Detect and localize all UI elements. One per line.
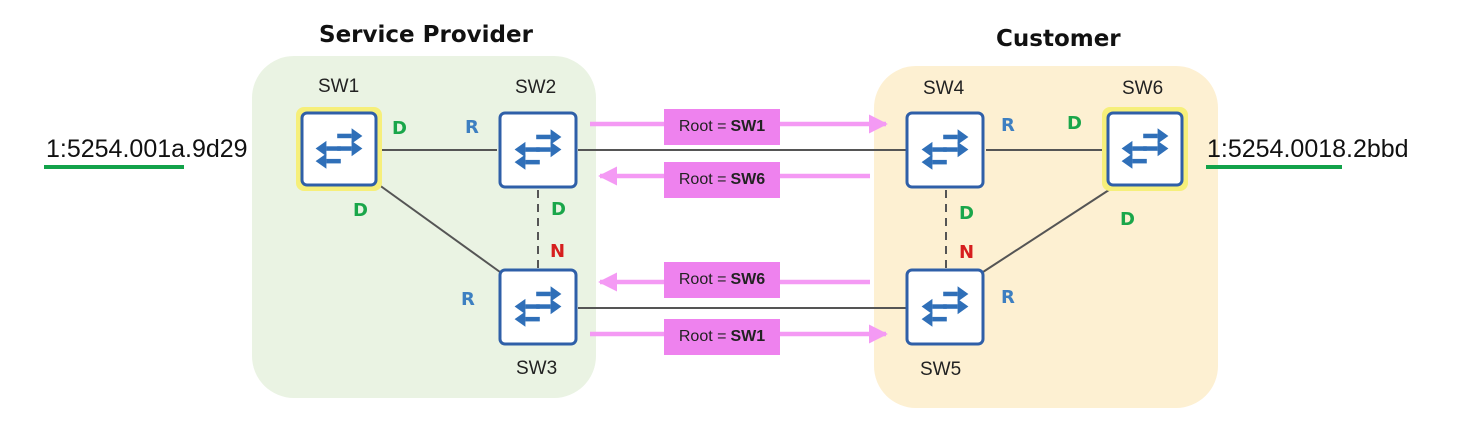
switch-sw4[interactable] (905, 111, 985, 189)
bpdu-box-top-left: Root =SW6 (664, 162, 780, 198)
switch-label-sw5: SW5 (920, 359, 962, 380)
port-role-sw5-right: R (1001, 287, 1015, 308)
bpdu-prefix: Root = (678, 118, 727, 135)
mac-address-right: 1:5254.0018.2bbd (1207, 135, 1409, 163)
port-role-sw4-right: R (1001, 115, 1015, 136)
port-role-sw6-bottom: D (1120, 209, 1135, 230)
bpdu-root-value: SW6 (730, 171, 766, 188)
port-role-sw5-top: N (959, 242, 975, 263)
switch-label-sw6: SW6 (1122, 78, 1164, 99)
switch-label-sw3: SW3 (516, 358, 558, 379)
switch-sw1[interactable] (296, 107, 382, 191)
bpdu-root-value: SW1 (730, 328, 766, 345)
bpdu-prefix: Root = (678, 171, 727, 188)
link-sw5-sw6 (982, 187, 1113, 273)
switch-sw2[interactable] (498, 111, 578, 189)
bpdu-prefix: Root = (678, 271, 727, 288)
links (374, 149, 1113, 309)
link-sw1-sw3 (374, 181, 501, 273)
bpdu-box-top-right: Root =SW1 (664, 109, 780, 145)
switch-sw6[interactable] (1102, 107, 1188, 191)
switch-label-sw4: SW4 (923, 78, 965, 99)
bpdu-box-bottom-right: Root =SW1 (664, 319, 780, 355)
port-role-sw1-bottom: D (353, 200, 368, 221)
switch-label-sw2: SW2 (515, 77, 557, 98)
customer-title: Customer (996, 26, 1121, 52)
port-role-sw3-left: R (461, 289, 475, 310)
provider-title: Service Provider (319, 22, 533, 48)
port-role-sw2-left: R (465, 117, 479, 138)
port-role-sw2-bottom: D (551, 199, 566, 220)
mac-address-left: 1:5254.001a.9d29 (46, 135, 248, 163)
bpdu-root-value: SW1 (730, 118, 766, 135)
port-role-sw1-right: D (392, 118, 407, 139)
port-role-sw6-left: D (1067, 113, 1082, 134)
switch-sw5[interactable] (905, 268, 985, 346)
bpdu-root-value: SW6 (730, 271, 766, 288)
bpdu-prefix: Root = (678, 328, 727, 345)
switch-label-sw1: SW1 (318, 76, 360, 97)
switch-sw3[interactable] (498, 268, 578, 346)
port-role-sw3-top: N (550, 241, 566, 262)
bpdu-box-bottom-left: Root =SW6 (664, 262, 780, 298)
bpdu-arrows (590, 114, 888, 344)
port-role-sw4-bottom: D (959, 203, 974, 224)
